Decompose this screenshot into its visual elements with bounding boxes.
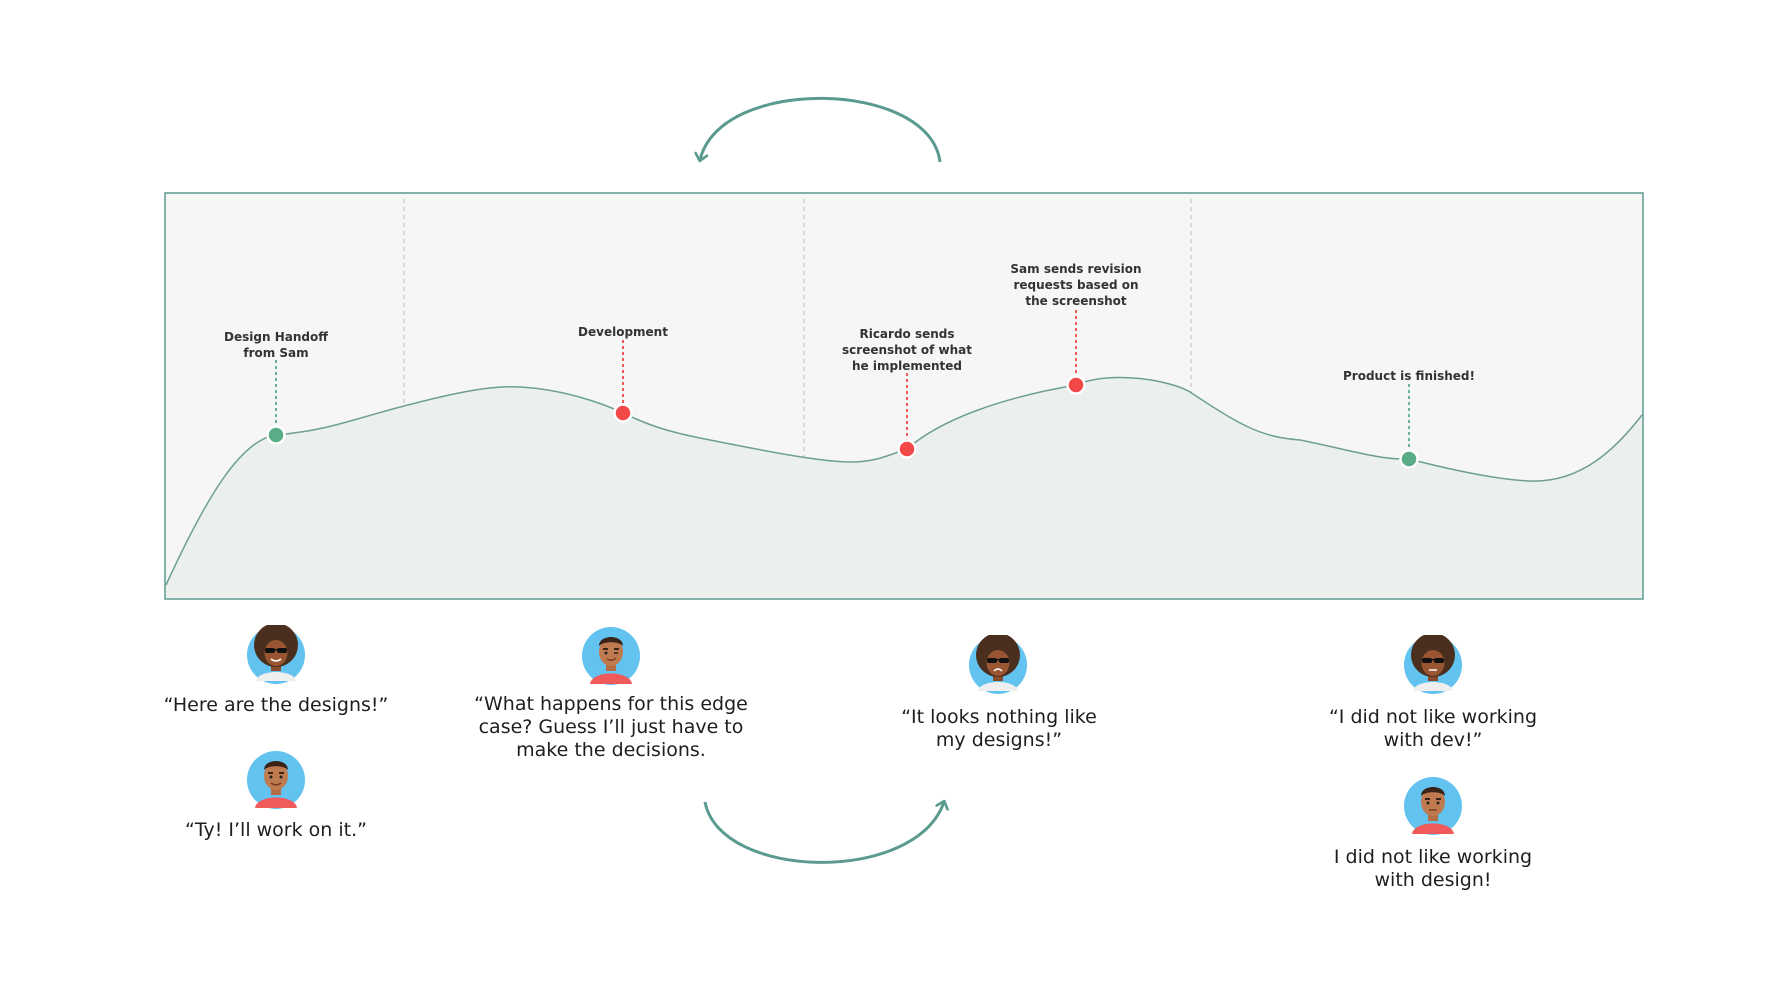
loop-back-arrow-icon (700, 96, 942, 162)
stage-label-finished: Product is finished! (1343, 369, 1475, 383)
developer-avatar (1404, 777, 1462, 835)
designer-avatar (247, 625, 305, 684)
quote-developer-final: I did not like working with design! (1333, 846, 1533, 891)
stage-label-handoff: Design Handoff from Sam (224, 330, 328, 360)
quote-designer-final: “I did not like working with dev!” (1328, 706, 1538, 751)
marker-development (613, 403, 633, 423)
quote-developer-edge-case: “What happens for this edge case? Guess … (474, 693, 748, 761)
marker-revision (1066, 375, 1086, 395)
quote-developer-ack: “Ty! I’ll work on it.” (185, 819, 367, 841)
developer-avatar (582, 627, 640, 685)
stage-label-revision: Sam sends revision requests based on the… (1010, 262, 1142, 308)
developer-avatar (247, 751, 305, 809)
loop-forward-arrow-icon (703, 802, 944, 864)
designer-avatar (969, 635, 1027, 694)
marker-handoff (266, 425, 286, 445)
marker-screenshot (897, 439, 917, 459)
emotion-area (166, 377, 1642, 598)
quote-designer-handoff: “Here are the designs!” (163, 694, 389, 716)
stage-label-development: Development (578, 325, 668, 339)
stage-label-screenshot: Ricardo sends screenshot of what he impl… (842, 327, 972, 373)
designer-avatar (1404, 635, 1462, 694)
quote-designer-review: “It looks nothing like my designs!” (901, 706, 1097, 751)
marker-finished (1399, 449, 1419, 469)
